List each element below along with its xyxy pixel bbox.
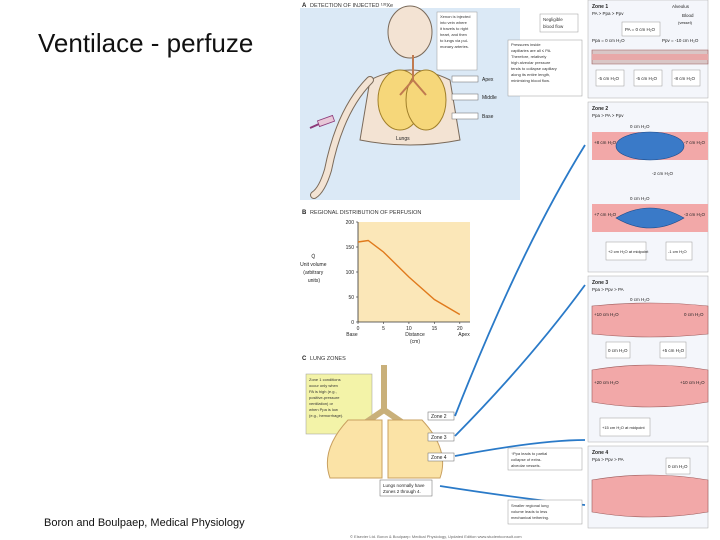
zone3-mid: +15 cm H₂O at midpoint (602, 425, 645, 430)
xlabel-apex: Apex (458, 332, 470, 338)
zone4-label: Zone 4 (431, 455, 447, 461)
zone1-ppa: Ppa = 0 cm H₂O (592, 38, 625, 43)
panel-a-label: A (302, 3, 307, 9)
chart-ylabel: Q̇ Unit volume (arbitrary units) (300, 253, 328, 284)
panel-b-label: B (302, 210, 307, 216)
zone1-ppv: Ppv = -10 cm H₂O (662, 38, 699, 43)
ylabel-line-3: (arbitrary (303, 270, 324, 276)
chart-y-tick-label: 50 (348, 295, 354, 301)
zone3-b: +5 cm H₂O (662, 348, 685, 353)
slide-title: Ventilace - perfuze (38, 28, 253, 59)
zone3-left: +10 cm H₂O (594, 312, 619, 317)
zone1-vessel: (vessel) (678, 20, 693, 25)
zone1-note: Zone 1 conditions occur only when PA is … (309, 377, 343, 418)
zone3-label: Zone 3 (431, 435, 447, 441)
injection-note: Xenon is injected into vein where it tra… (440, 14, 472, 49)
zone2-mid: -2 cm H₂O (652, 171, 673, 176)
zone3-top: 0 cm H₂O (630, 297, 650, 302)
chart-plot-area (358, 222, 470, 322)
zone2-mid-left: +2 cm H₂O at midpoint (608, 249, 649, 254)
ylabel-line-1: Q̇ (311, 253, 315, 260)
zone4-box-text: 0 cm H₂O (668, 464, 688, 469)
smaller-note: Smaller regional lung volume leads to le… (511, 503, 550, 520)
zone1-box-2-text: -5 cm H₂O (636, 76, 657, 81)
chart-x-tick-label: 15 (432, 326, 438, 332)
zone1-alveolus: Alveolus (672, 4, 690, 9)
zone4-vessel (592, 475, 708, 517)
chart-y-tick-label: 0 (351, 320, 354, 326)
zone2-left2: +7 cm H₂O (594, 212, 617, 217)
figure-credit: © Elsevier Ltd. Boron & Boulpaep: Medica… (350, 534, 522, 539)
zone3-vessel-1 (592, 303, 708, 337)
zone1-box-1-text: -5 cm H₂O (598, 76, 619, 81)
xlabel-unit: (cm) (410, 339, 420, 345)
zone2-mid-right: -1 cm H₂O (668, 249, 687, 254)
zone1-box-3-text: -8 cm H₂O (674, 76, 695, 81)
zone3-right2: +10 cm H₂O (680, 380, 705, 385)
zone1-relation: PA > Ppa > Ppv (592, 11, 624, 16)
level-apex: Apex (482, 77, 494, 83)
zone3-right: 0 cm H₂O (684, 312, 704, 317)
zone4-relation: Ppa > Ppv > PA (592, 457, 624, 462)
zone4-title: Zone 4 (592, 450, 608, 456)
slide-caption: Boron and Boulpaep, Medical Physiology (44, 517, 245, 529)
zone2-top: 0 cm H₂O (630, 124, 650, 129)
zone1-pa: PA = 0 cm H₂O (625, 27, 656, 32)
zone1-title: Zone 1 (592, 4, 608, 10)
panel-c-heading: LUNG ZONES (310, 356, 346, 362)
zone2-title: Zone 2 (592, 106, 608, 112)
chart-y-tick-label: 150 (346, 245, 355, 251)
level-base: Base (482, 114, 494, 120)
panel-a-heading: DETECTION OF INJECTED ¹³³Xe (310, 3, 393, 9)
zone3-a: 0 cm H₂O (608, 348, 628, 353)
zone3-title: Zone 3 (592, 280, 608, 286)
zone3-left2: +20 cm H₂O (594, 380, 619, 385)
chart-y-tick-label: 200 (346, 220, 355, 226)
ylabel-line-2: Unit volume (300, 262, 327, 268)
lungs-footer-note: Lungs normally have Zones 2 through 4. (383, 483, 426, 494)
zone3-relation: Ppa > Ppv > PA (592, 287, 624, 292)
level-middle: Middle (482, 95, 497, 101)
panel-b-heading: REGIONAL DISTRIBUTION OF PERFUSION (310, 210, 421, 216)
xlabel-distance: Distance (405, 332, 425, 338)
chart-y-tick-label: 100 (346, 270, 355, 276)
zone2-left: +8 cm H₂O (594, 140, 617, 145)
zone3-vessel-2 (592, 365, 708, 407)
zone2-relation: Ppa > PA > Ppv (592, 113, 624, 118)
physiology-figure: A DETECTION OF INJECTED ¹³³Xe Lungs Xeno… (300, 0, 712, 540)
panel-c-label: C (302, 356, 307, 362)
zone2-label: Zone 2 (431, 414, 447, 420)
zone2-top2: 0 cm H₂O (630, 196, 650, 201)
chart-x-tick-label: 5 (382, 326, 385, 332)
lungs-label: Lungs (396, 136, 410, 142)
zone2-right2: -3 cm H₂O (684, 212, 705, 217)
xlabel-base: Base (346, 332, 358, 338)
zone1-blood: Blood (682, 13, 694, 18)
ylabel-line-4: units) (308, 278, 321, 284)
zone2-right: -7 cm H₂O (684, 140, 705, 145)
pressure-note: Pressures inside capillaries are all ≤ P… (511, 42, 558, 83)
